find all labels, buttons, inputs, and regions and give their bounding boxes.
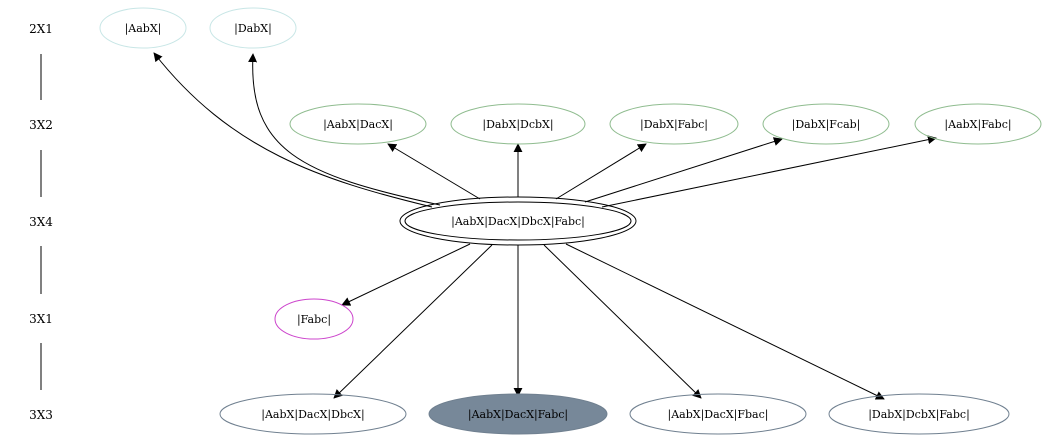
node-label: |DabX|Fabc| (640, 118, 708, 132)
node-fabc[interactable]: |Fabc| (274, 298, 354, 340)
node-dabx-dcbx-fabc[interactable]: |DabX|DcbX|Fabc| (828, 393, 1010, 435)
rank-label: 3X1 (29, 312, 53, 326)
node-ellipse (762, 103, 890, 145)
node-label: |DabX|DcbX|Fabc| (868, 408, 970, 422)
node-label: |AabX|DacX|DbcX|Fabc| (451, 215, 585, 229)
node-ellipse (209, 7, 297, 49)
node-label: |AabX|DacX|Fbac| (668, 408, 769, 422)
node-aabx-fabc[interactable]: |AabX|Fabc| (914, 103, 1042, 145)
rank-label: 3X2 (29, 118, 53, 132)
node-ellipse (450, 103, 586, 145)
node-label: |DabX|Fcab| (792, 118, 861, 132)
node-label: |DabX|DcbX| (482, 118, 553, 132)
node-dabx[interactable]: |DabX| (209, 7, 297, 49)
node-dabx-fcab[interactable]: |DabX|Fcab| (762, 103, 890, 145)
edge-center-to-aabx-fabc (601, 135, 937, 208)
nodes: |AabX| |DabX| |AabX|DacX| |DabX|DcbX| |D… (99, 7, 1042, 435)
rank-label: 3X3 (29, 408, 53, 422)
node-ellipse (629, 393, 807, 435)
node-ellipse (428, 393, 608, 435)
edge-center-to-dabx-fabc (555, 143, 647, 200)
node-aabx-dacx[interactable]: |AabX|DacX| (289, 103, 427, 145)
node-ellipse (274, 298, 354, 340)
node-label: |Fabc| (297, 313, 331, 327)
node-aabx-dacx-dbcx[interactable]: |AabX|DacX|DbcX| (219, 393, 407, 435)
edge-center-to-fabc (341, 243, 471, 306)
node-label: |AabX| (125, 22, 162, 36)
node-label: |AabX|Fabc| (944, 118, 1011, 132)
edge-center-to-aabx-dacx-fbac (543, 244, 702, 399)
node-label: |DabX| (234, 22, 272, 36)
node-ellipse (399, 196, 637, 246)
node-aabx[interactable]: |AabX| (99, 7, 187, 49)
node-dabx-dcbx[interactable]: |DabX|DcbX| (450, 103, 586, 145)
node-dabx-fabc[interactable]: |DabX|Fabc| (609, 103, 739, 145)
node-label: |AabX|DacX| (323, 118, 393, 132)
node-ellipse (609, 103, 739, 145)
node-ellipse (914, 103, 1042, 145)
node-aabx-dacx-fabc[interactable]: |AabX|DacX|Fabc| (428, 393, 608, 435)
edge-center-to-aabx-dacx-dbcx (333, 244, 493, 399)
node-ellipse (219, 393, 407, 435)
edge-center-to-aabx-dacx (387, 143, 481, 200)
node-ellipse (289, 103, 427, 145)
edge-center-to-dabx-dcbx-fabc (565, 243, 885, 400)
node-label: |AabX|DacX|DbcX| (261, 408, 364, 422)
rank-label: 2X1 (29, 22, 53, 36)
node-inner-ring (404, 201, 632, 241)
edge-center-to-aabx (153, 52, 433, 208)
edge-center-to-dabx (248, 53, 441, 206)
rank-label: 3X4 (29, 215, 53, 229)
rank-column: 2X1 3X2 3X4 3X1 3X3 (29, 22, 53, 422)
node-center[interactable]: |AabX|DacX|DbcX|Fabc| (399, 196, 637, 246)
node-ellipse (828, 393, 1010, 435)
node-ellipse (99, 7, 187, 49)
edge-center-to-dabx-fcab (584, 137, 783, 203)
edges (153, 52, 937, 400)
node-label: |AabX|DacX|Fabc| (468, 408, 568, 422)
node-aabx-dacx-fbac[interactable]: |AabX|DacX|Fbac| (629, 393, 807, 435)
